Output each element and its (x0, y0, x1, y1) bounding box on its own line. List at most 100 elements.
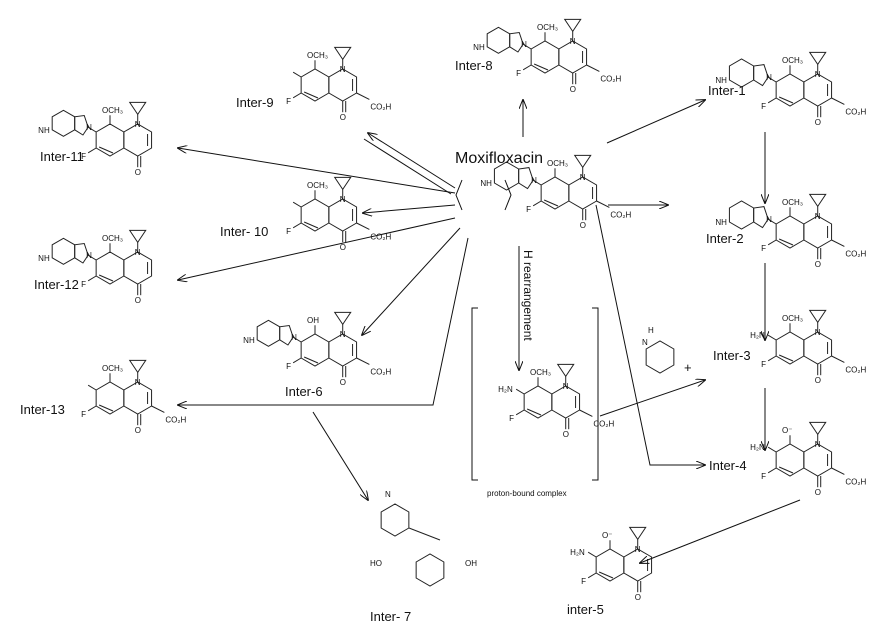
atom-label: N (766, 215, 772, 224)
arrow-to-inter-9-a (368, 133, 456, 189)
amine-bond (532, 179, 542, 186)
atom-label: H₂N (570, 548, 585, 557)
pyrrolidine-ring (279, 324, 294, 346)
label-inter-9: Inter-9 (236, 95, 274, 110)
atom-label: OCH₃ (547, 159, 568, 168)
amine-bond (522, 43, 532, 50)
atom-label: N (385, 490, 391, 499)
cyclopropyl-ring (333, 46, 352, 61)
atom-label: OH (465, 559, 477, 568)
cyclopropyl-ring (556, 363, 575, 378)
atom-label: H₂N (750, 443, 765, 452)
amine-bond (87, 384, 97, 391)
atom-label: CO₂H (370, 232, 391, 241)
acid-bond (831, 239, 845, 247)
atom-label: F (581, 577, 586, 586)
amine-bond (292, 201, 302, 208)
amine-bond (292, 336, 302, 343)
atom-label: CO₂H (845, 107, 866, 116)
pyrrolidine-ring (74, 242, 89, 264)
atom-label: H₂N (750, 331, 765, 340)
ketone-bond (408, 527, 441, 541)
double-bond (778, 238, 794, 246)
double-bond (303, 91, 319, 99)
atom-label: OCH₃ (782, 56, 803, 65)
double-bond (526, 408, 542, 416)
cyclopropyl-ring (563, 18, 582, 33)
atom-label: OCH₃ (307, 181, 328, 190)
fluoro-bond (292, 222, 302, 229)
cyclopropyl-ring (333, 311, 352, 326)
piperidine-ring (51, 237, 76, 265)
atom-label: H (648, 326, 654, 335)
atom-label: N (86, 123, 92, 132)
fluoro-bond (767, 355, 777, 362)
atom-label: O (340, 378, 346, 387)
cyclopropyl-ring (808, 421, 827, 436)
atom-label: O (815, 488, 821, 497)
atom-label: O (580, 221, 586, 230)
atom-label: NH (38, 254, 50, 263)
atom-label: N (135, 378, 141, 387)
double-bond (98, 404, 114, 412)
acid-bond (356, 357, 370, 365)
fluoro-bond (87, 405, 97, 412)
acid-bond (356, 222, 370, 230)
label-inter-13: Inter-13 (20, 402, 65, 417)
atom-label: F (761, 244, 766, 253)
atom-label: CO₂H (845, 365, 866, 374)
atom-label: NH (715, 76, 727, 85)
fluoro-bond (767, 467, 777, 474)
fluoro-bond (292, 92, 302, 99)
label-inter-5: inter-5 (567, 602, 604, 617)
arrow-to-inter-9-b (363, 138, 452, 195)
atom-label: CO₂H (845, 249, 866, 258)
acid-bond (356, 92, 370, 100)
atom-label: H₂N (498, 385, 513, 394)
amine-bond (87, 126, 97, 133)
atom-label: O (570, 85, 576, 94)
arrow-to-inter-10 (363, 204, 456, 213)
atom-label: F (509, 414, 514, 423)
atom-label: N (642, 338, 648, 347)
atom-label: O (815, 376, 821, 385)
curly-arrow-right (504, 179, 512, 211)
double-bond (778, 466, 794, 474)
arrow-complex-to-products (599, 380, 705, 417)
atom-label: N (86, 251, 92, 260)
atom-label: CO₂H (370, 367, 391, 376)
arrow-to-inter-4 (595, 204, 705, 465)
atom-label: O (135, 296, 141, 305)
atom-label: N (815, 212, 821, 221)
fluoro-bond (87, 275, 97, 282)
atom-label: O (135, 426, 141, 435)
atom-label: N (531, 176, 537, 185)
label-inter-12: Inter-12 (34, 277, 79, 292)
label-inter-10: Inter- 10 (220, 224, 268, 239)
double-bond (303, 356, 319, 364)
proton-bound-complex-label: proton-bound complex (487, 489, 567, 498)
fluoro-bond (292, 357, 302, 364)
label-inter-3: Inter-3 (713, 348, 751, 363)
cyclopropyl-ring (128, 229, 147, 244)
arrow-inter-4-to-5 (640, 499, 801, 563)
arrow-to-inter-11 (178, 148, 456, 194)
amine-bond (292, 71, 302, 78)
atom-label: N (340, 195, 346, 204)
label-inter-1: Inter-1 (708, 83, 746, 98)
atom-label: N (815, 328, 821, 337)
double-bond (543, 199, 559, 207)
atom-label: NH (243, 336, 255, 345)
double-bond (98, 146, 114, 154)
atom-label: F (286, 362, 291, 371)
atom-label: F (81, 410, 86, 419)
fluoro-bond (767, 97, 777, 104)
cyclopropyl-ring (573, 154, 592, 169)
curly-arrow-left (455, 179, 463, 211)
